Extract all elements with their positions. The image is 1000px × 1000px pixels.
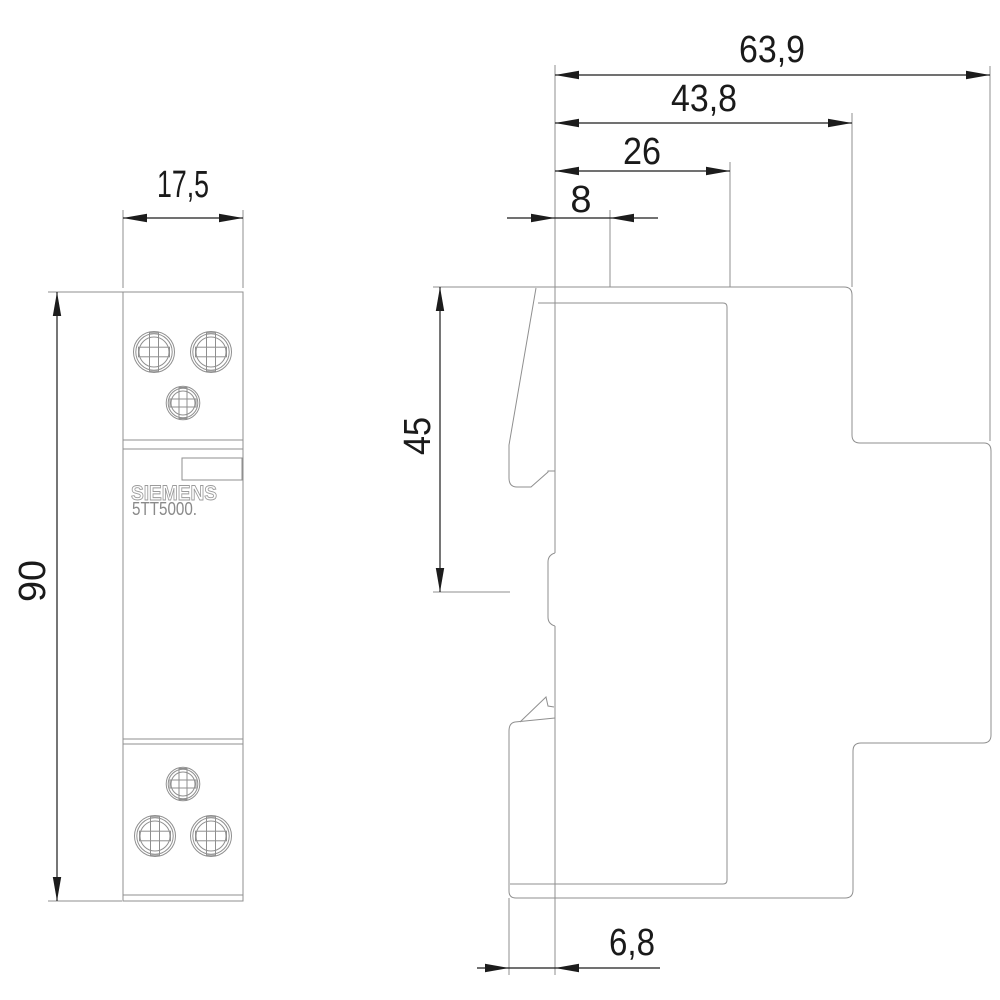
arrow-43-8-right [828,118,852,128]
dim-label-43-8: 43,8 [671,78,737,120]
terminal-screw-top-left [133,331,175,373]
arrow-6-8-right [555,963,579,973]
dim-label-45: 45 [397,417,439,455]
dim-label-width: 17,5 [157,164,209,206]
arrow-height-bottom [52,877,62,901]
side-view [508,65,992,975]
arrow-8-left [531,213,555,223]
front-view: SIEMENS 5TT5000. [122,291,244,902]
brand-label: SIEMENS [131,482,217,505]
dim-label-8: 8 [570,179,591,221]
arrow-26-left [555,166,579,176]
arrow-45-bottom [435,568,445,592]
terminal-screw-bottom-left [134,815,176,857]
side-rail-bump [547,552,556,627]
arrow-63-9-left [555,70,579,80]
terminal-screw-bottom-center [165,766,201,802]
model-label: 5TT5000. [132,499,197,519]
arrow-width-right [219,213,243,223]
arrow-45-top [435,287,445,311]
dimension-lines [52,70,990,973]
arrow-height-top [52,292,62,316]
dim-label-height: 90 [12,560,54,602]
arrow-8-right [610,213,634,223]
terminal-screw-top-right [190,331,232,373]
terminal-screw-bottom-right [190,815,232,857]
side-din-clip-upper [508,287,555,488]
dim-label-63-9: 63,9 [739,29,805,71]
arrow-43-8-left [555,118,579,128]
arrow-width-left [123,213,147,223]
label-window [181,457,243,481]
dim-label-26: 26 [623,131,661,173]
extension-lines [48,66,991,975]
front-view-body [122,291,244,902]
arrow-63-9-right [966,70,990,80]
arrow-6-8-left [485,963,509,973]
terminal-screw-top-center [165,385,201,421]
side-front-body [510,302,728,885]
dimension-labels: 17,5 90 45 63,9 43,8 26 8 6,8 [12,29,805,964]
side-clip-flag [519,696,555,723]
dim-label-6-8: 6,8 [609,922,655,964]
side-outline [508,286,992,899]
arrow-26-right [706,166,730,176]
